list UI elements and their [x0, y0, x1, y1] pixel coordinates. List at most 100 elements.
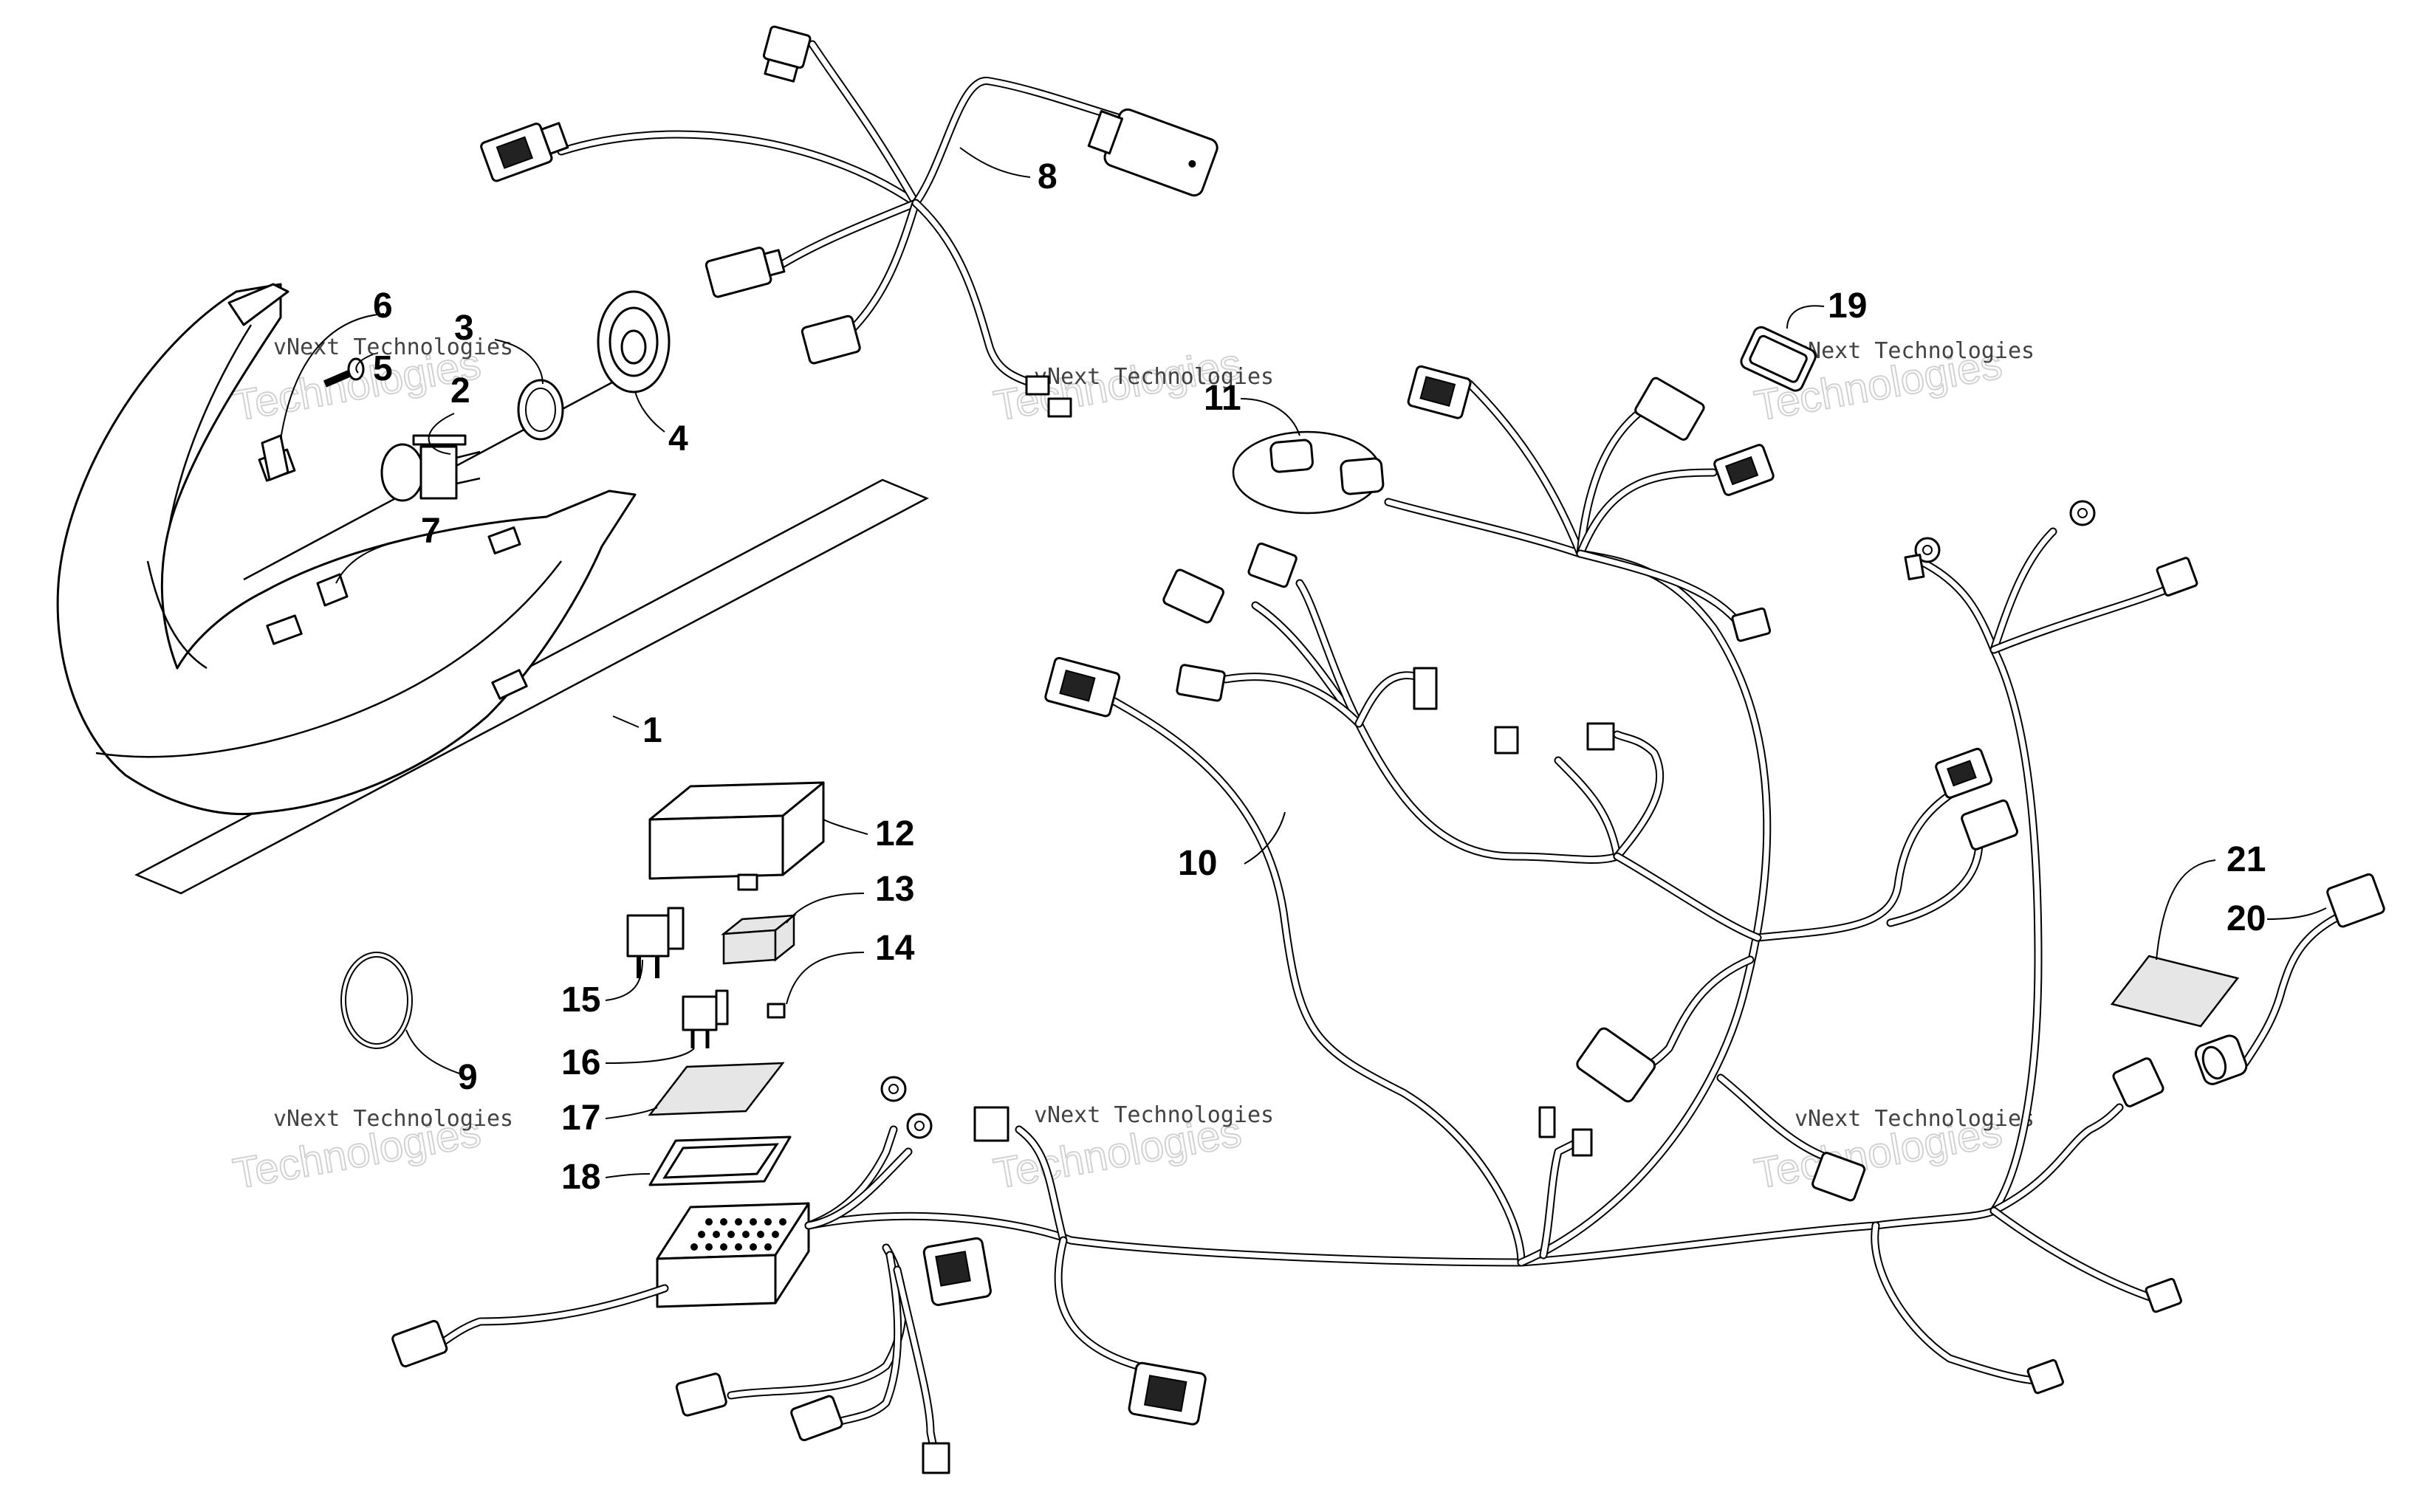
callout-labels: 1 2 3 4 5 6 7 8 9 10 11 12 13 14 15 16 1… [373, 157, 2266, 1197]
connector-10-x [1904, 554, 1925, 581]
connector-10-z [2112, 1057, 2164, 1107]
connector-11-male [1340, 457, 1385, 495]
fuse-holder-body [656, 1202, 810, 1308]
fuse-box-cover [648, 781, 825, 891]
adapter-harness-20 [2194, 873, 2385, 1085]
connector-10-n [1576, 1027, 1656, 1103]
connector-8-top [762, 25, 812, 83]
leader-7 [335, 538, 411, 584]
headlight-lens-contour [95, 560, 562, 758]
connector-10-j [1494, 726, 1519, 755]
connector-10-q [973, 1106, 1010, 1142]
callout-3: 3 [454, 309, 474, 348]
headlight-base-outline [134, 478, 929, 895]
callout-20: 20 [2227, 899, 2266, 938]
callout-8: 8 [1038, 157, 1058, 196]
leader-15 [605, 959, 643, 1001]
callout-16: 16 [561, 1043, 600, 1082]
fuse-box-parts [626, 781, 825, 1308]
connector-8-left [480, 122, 569, 182]
connector-8-mid [705, 247, 786, 298]
connector-8-right [1087, 108, 1218, 197]
spring-clip [261, 434, 289, 481]
connector-10-s [922, 1237, 992, 1307]
leader-20 [2266, 907, 2327, 920]
harness10-right-up1 [1916, 557, 1998, 654]
retaining-ring-inner [525, 388, 556, 432]
callout-14: 14 [875, 929, 915, 968]
callout-9: 9 [458, 1058, 478, 1097]
connector-10-l [1935, 747, 1992, 799]
rubber-boot-nipple [620, 329, 647, 365]
connector-10-f [1407, 365, 1472, 419]
leader-2 [428, 413, 455, 455]
harness10-branch-up4 [1576, 549, 1747, 632]
leader-9 [405, 1029, 462, 1075]
sub-harness-8 [480, 25, 1218, 418]
leader-lines [280, 147, 2327, 1178]
headlight-clip-c [487, 526, 521, 554]
connector-10-m [1961, 799, 2018, 850]
headlight-bulb [380, 434, 481, 502]
connector-10-v [790, 1395, 843, 1442]
leader-16 [605, 1048, 695, 1064]
headlight-clip-d [491, 669, 528, 700]
connector-10-e [1413, 667, 1438, 710]
instruction-label-sheet [2110, 955, 2240, 1028]
screw-shank [323, 369, 352, 388]
watermark-text-6: vNext Technologies [1795, 1106, 2035, 1132]
leader-10 [1244, 811, 1286, 865]
harness10-right-low2 [1989, 1206, 2161, 1304]
ring-terminal-fuse-2 [906, 1113, 933, 1139]
callout-1: 1 [642, 711, 662, 750]
connector-10-bb [2026, 1358, 2064, 1395]
leader-19 [1786, 305, 1825, 329]
watermark-text-3: vNext Technologies [1795, 338, 2035, 364]
callout-6: 6 [373, 286, 393, 326]
callout-19: 19 [1828, 286, 1867, 326]
headlight-housing [56, 283, 637, 815]
rubber-boot [597, 290, 671, 394]
callout-12: 12 [875, 814, 914, 853]
connector-10-w [922, 1442, 950, 1474]
connector-10-h [1713, 444, 1775, 496]
callout-5: 5 [373, 349, 393, 388]
bulb-parts [243, 290, 671, 607]
connector-10-o [1811, 1152, 1866, 1202]
bulb-pin-a [456, 450, 481, 459]
mounting-bracket [316, 573, 349, 607]
connector-8-tail [1025, 375, 1072, 418]
harness8-branch-left [557, 130, 920, 207]
connector-10-d [1176, 664, 1226, 702]
connector-10-i [1731, 607, 1772, 642]
ring-terminal-right-1 [1914, 537, 1941, 563]
adapter-connector-bottom [2194, 1034, 2248, 1085]
leader-18 [605, 1173, 651, 1178]
watermark-text-2: vNext Technologies [1034, 364, 1274, 390]
connector-10-y [2156, 557, 2198, 597]
connector-11-female [1269, 439, 1314, 473]
connector-10-t [391, 1319, 448, 1368]
fuse-label-sheet [648, 1062, 785, 1116]
retaining-ring [517, 379, 564, 441]
connector-10-p [1538, 1106, 1593, 1157]
fuse-block [721, 913, 797, 965]
leader-12 [823, 819, 868, 835]
connector-11-assembly [1232, 430, 1385, 515]
callout-15: 15 [561, 980, 600, 1020]
main-harness-10 [391, 365, 2198, 1474]
bulb-flange [412, 434, 467, 446]
adapter-connector-top [2326, 873, 2385, 928]
ring-terminal-fuse-1 [880, 1076, 907, 1102]
leader-4 [634, 391, 665, 433]
watermark-text-4: vNext Technologies [273, 1106, 513, 1132]
leader-21 [2156, 859, 2216, 961]
connector-10-g [1634, 377, 1705, 441]
callout-7: 7 [421, 512, 441, 551]
leader-6 [280, 313, 385, 440]
leader-14 [786, 952, 865, 1005]
relay-large [626, 907, 685, 978]
connector-10-b [1162, 568, 1224, 624]
connector-10-c [1247, 542, 1298, 588]
